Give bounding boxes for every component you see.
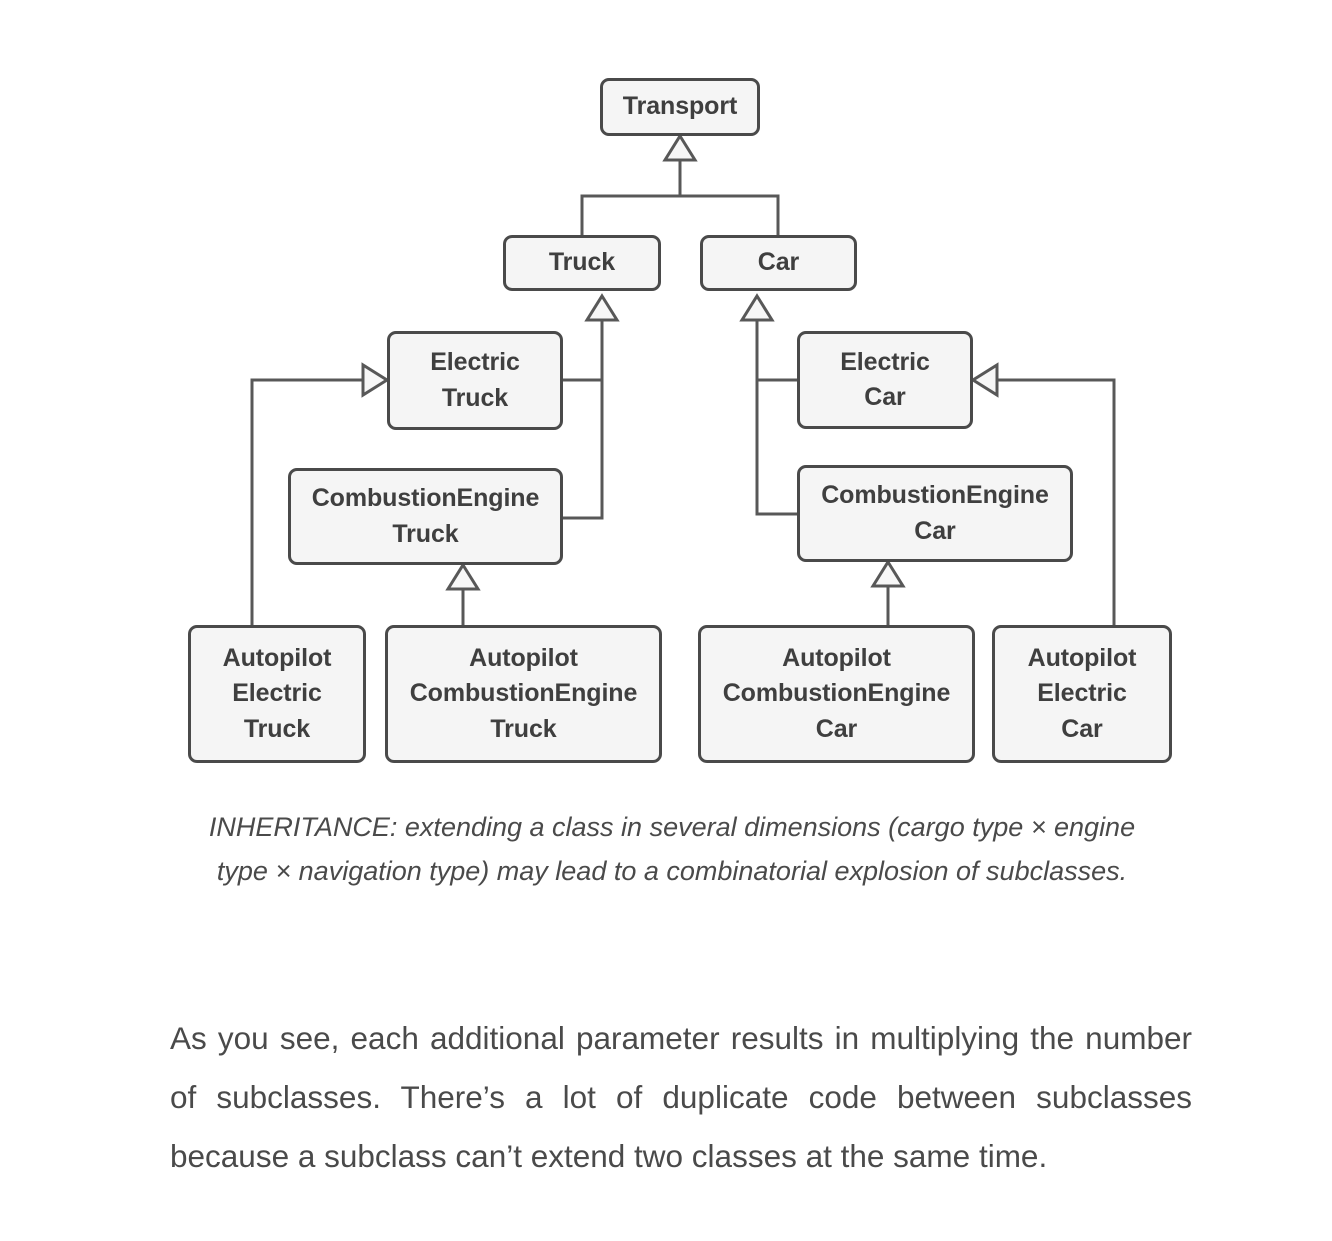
inheritance-arrowhead-transport — [662, 133, 698, 162]
edge-cetruck-truck — [563, 320, 604, 520]
class-node-electric-truck[interactable]: Electric Truck — [387, 331, 563, 430]
class-node-label: Transport — [622, 92, 738, 121]
inheritance-arrowhead-ecar — [970, 362, 999, 398]
class-node-truck[interactable]: Truck — [503, 235, 661, 291]
class-node-autopilot-electric-truck[interactable]: Autopilot Electric Truck — [188, 625, 366, 763]
edge-truck-car-bus — [580, 194, 780, 235]
class-node-car[interactable]: Car — [700, 235, 857, 291]
body-text: As you see, each additional parameter re… — [170, 1009, 1192, 1187]
class-node-transport[interactable]: Transport — [600, 78, 760, 136]
inheritance-arrowhead-cecar — [870, 559, 906, 588]
class-node-autopilot-combustion-engine-car[interactable]: Autopilot CombustionEngine Car — [698, 625, 975, 763]
class-node-combustion-engine-truck[interactable]: CombustionEngine Truck — [288, 468, 563, 565]
body-paragraph: As you see, each additional parameter re… — [170, 1020, 1192, 1175]
inheritance-arrowhead-etruck — [361, 362, 390, 398]
class-node-label: Electric Truck — [430, 348, 520, 412]
inheritance-arrowhead-car — [739, 293, 775, 322]
class-node-label: CombustionEngine Truck — [311, 484, 540, 548]
figure-caption: INHERITANCE: extending a class in severa… — [208, 812, 1136, 886]
class-node-label: Autopilot CombustionEngine Car — [722, 643, 951, 743]
class-node-electric-car[interactable]: Electric Car — [797, 331, 973, 429]
inheritance-diagram: Transport Truck Car Electric Truck Elect… — [188, 78, 1172, 763]
edge-apetruck-etruck — [250, 378, 363, 625]
class-node-autopilot-electric-car[interactable]: Autopilot Electric Car — [992, 625, 1172, 763]
class-node-autopilot-combustion-engine-truck[interactable]: Autopilot CombustionEngine Truck — [385, 625, 662, 763]
inheritance-arrowhead-cetruck — [445, 562, 481, 591]
class-node-label: Autopilot Electric Car — [1027, 643, 1137, 743]
edge-cecar-car — [755, 320, 797, 516]
edge-apecar-ecar — [997, 378, 1116, 625]
class-node-label: Car — [757, 248, 800, 277]
class-node-label: Autopilot CombustionEngine Truck — [409, 643, 638, 743]
class-node-label: Electric Car — [840, 347, 930, 412]
class-node-label: CombustionEngine Car — [821, 481, 1049, 545]
diagram-connectors — [250, 133, 1116, 625]
inheritance-arrowhead-truck — [584, 293, 620, 322]
class-node-label: Truck — [548, 248, 616, 277]
class-node-combustion-engine-car[interactable]: CombustionEngine Car — [797, 465, 1073, 562]
class-node-label: Autopilot Electric Truck — [222, 643, 332, 743]
